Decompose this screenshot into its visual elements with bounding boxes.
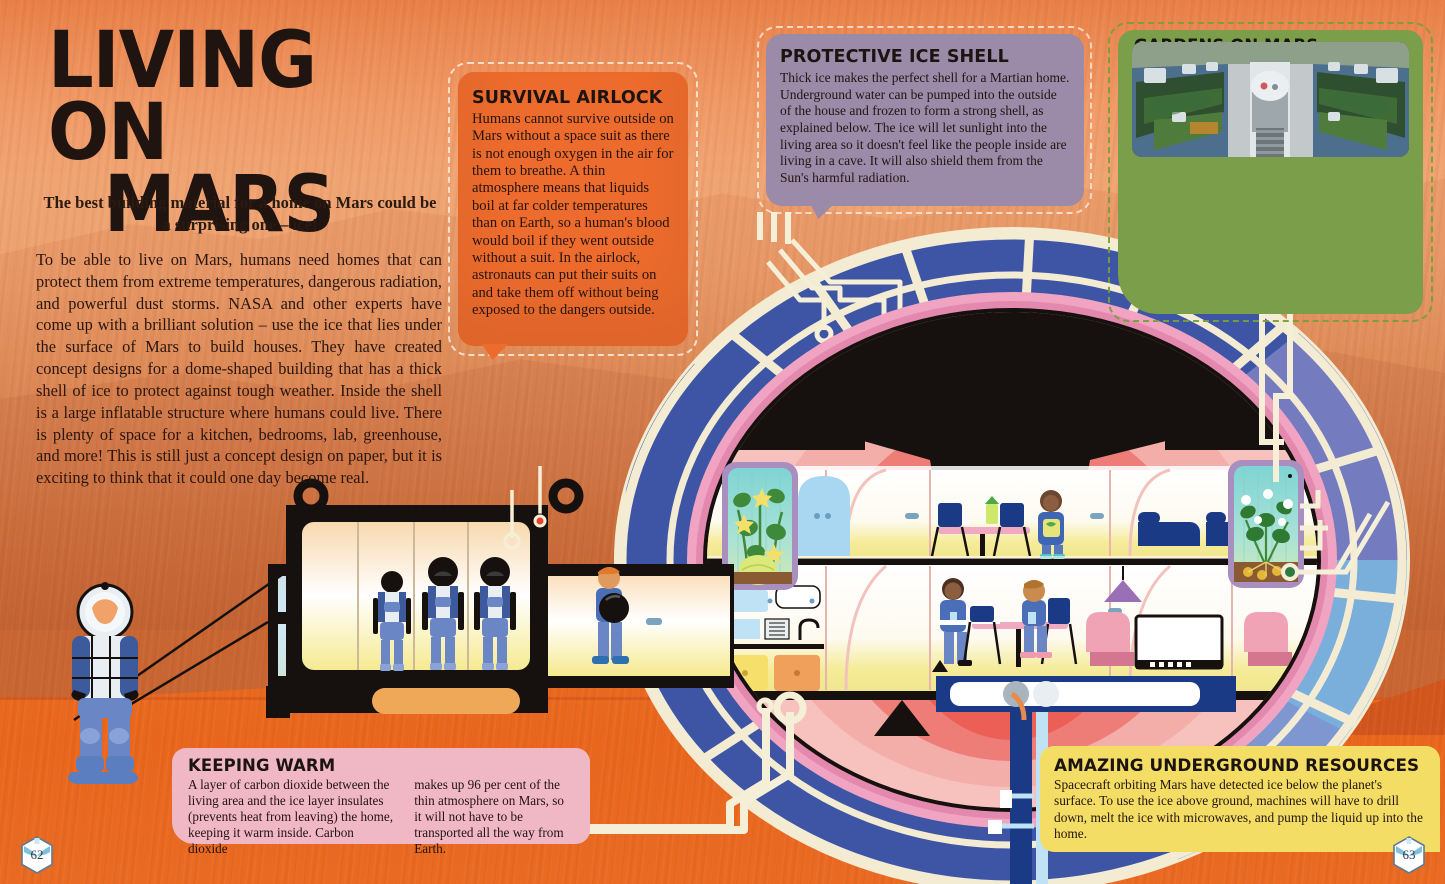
ice-shell-callout-dashed-border [757, 26, 1092, 214]
underground-body: Spacecraft orbiting Mars have detected i… [1054, 777, 1423, 842]
page-badge-hex-icon [1393, 836, 1425, 874]
keeping-warm-body-col2: makes up 96 per cent of the thin atmosph… [414, 777, 565, 857]
ice-shell-body: Thick ice makes the perfect shell for a … [780, 70, 1070, 186]
page-badge-hex-icon [21, 836, 53, 874]
greenhouse-interior-photo [1132, 42, 1409, 157]
page-number-right-text: 63 [1402, 847, 1416, 862]
callout-amazing-underground-resources[interactable]: AMAZING UNDERGROUND RESOURCES Spacecraft… [1040, 746, 1440, 852]
airlock-callout-dashed-border [448, 62, 698, 356]
title-line-1: LIVING ON [48, 16, 317, 178]
airlock-heading: SURVIVAL AIRLOCK [472, 88, 663, 108]
gardens-callout-dashed-border [1108, 22, 1433, 322]
page-body-text: To be able to live on Mars, humans need … [36, 250, 442, 488]
underground-heading: AMAZING UNDERGROUND RESOURCES [1054, 755, 1420, 775]
page-number-left-text: 62 [30, 847, 44, 862]
callout-survival-airlock[interactable]: SURVIVAL AIRLOCK Humans cannot survive o… [458, 72, 688, 360]
keeping-warm-body-col1: A layer of carbon dioxide between the li… [188, 777, 394, 857]
page-subtitle: The best building material for a home on… [43, 193, 437, 235]
airlock-body: Humans cannot survive outside on Mars wi… [472, 111, 674, 318]
callout-keeping-warm[interactable]: KEEPING WARM A layer of carbon dioxide b… [172, 748, 590, 856]
title-line-2: MARS [104, 159, 335, 250]
ice-shell-heading: PROTECTIVE ICE SHELL [780, 47, 1009, 67]
callout-gardens-on-mars[interactable]: GARDENS ON MARS Plants are already growi… [1118, 30, 1423, 314]
keeping-warm-heading: KEEPING WARM [188, 756, 336, 775]
callout-protective-ice-shell[interactable]: PROTECTIVE ICE SHELL Thick ice makes the… [766, 34, 1084, 219]
page-title: LIVING ON MARS [48, 22, 416, 250]
page-number-right: 63 [1392, 836, 1426, 874]
page-number-left: 62 [20, 836, 54, 874]
